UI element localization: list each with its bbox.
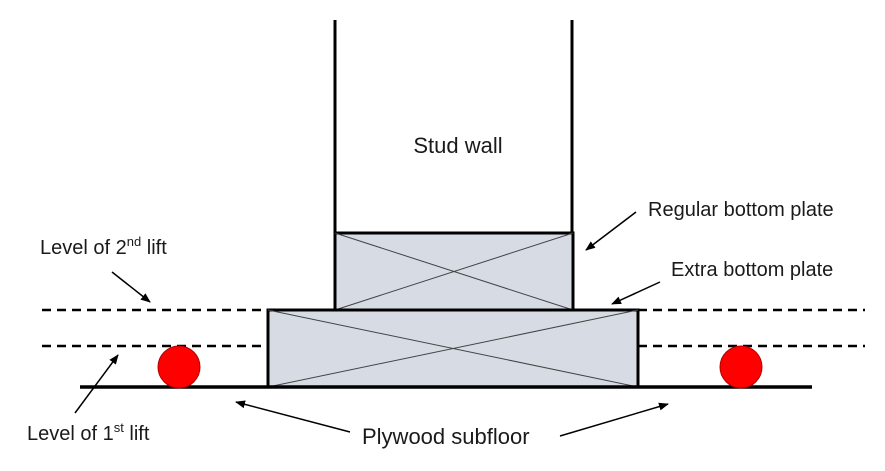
red-marker-right [719,345,763,389]
extra-bottom-plate [266,308,640,389]
arrow-plywood-right [559,402,669,437]
extra-bottom-plate-label: Extra bottom plate [671,259,833,281]
stud-wall-label: Stud wall [413,133,502,158]
arrow-level-1st-lift [74,354,119,414]
regular-bottom-plate [333,231,575,312]
arrow-level-2nd-lift [111,271,151,303]
regular-bottom-plate-label: Regular bottom plate [648,199,834,221]
arrow-plywood-left [235,400,351,433]
level-1st-lift-label: Level of 1st lift [27,420,150,445]
red-marker-left [157,345,201,389]
level-2nd-lift-label: Level of 2nd lift [40,234,167,259]
arrow-regular-bottom-plate [585,211,637,251]
plywood-subfloor-label: Plywood subfloor [362,424,530,449]
arrow-extra-bottom-plate [611,281,661,305]
